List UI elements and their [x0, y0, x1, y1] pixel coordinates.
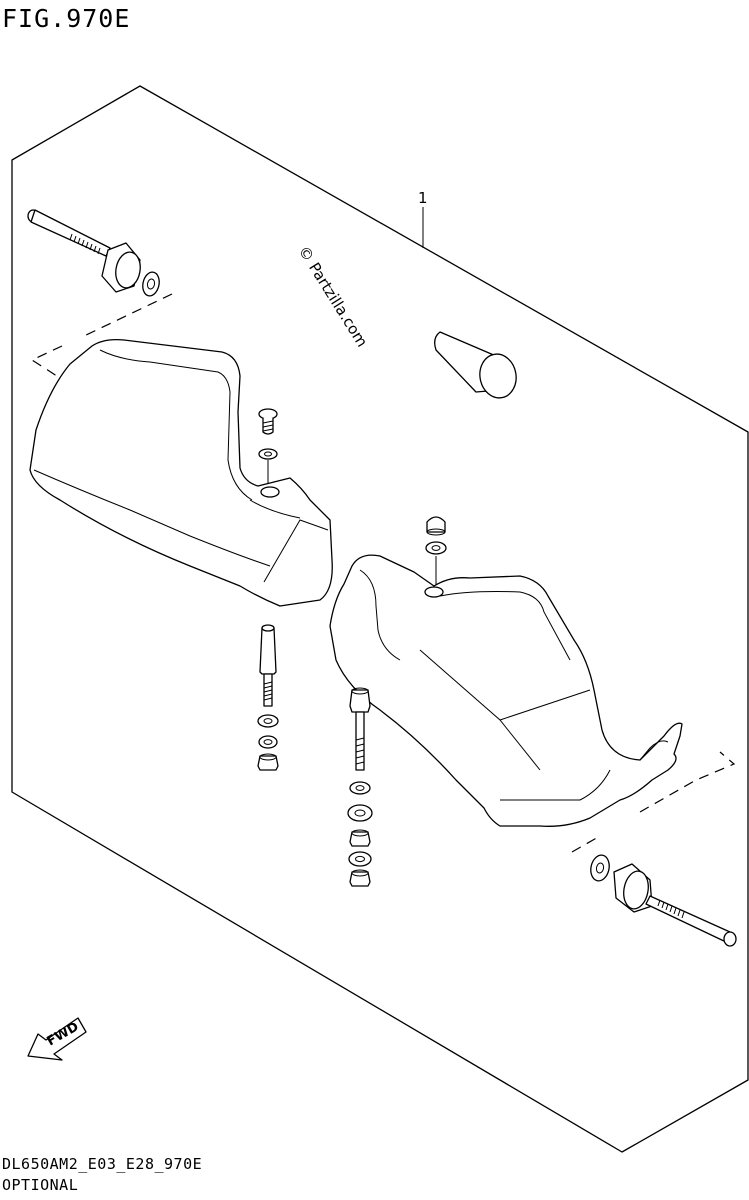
- grip-end-plug[interactable]: [434, 331, 520, 401]
- left-handguard[interactable]: [29, 338, 333, 607]
- right-mount-cap-nut[interactable]: [426, 516, 446, 536]
- figure-title: FIG.970E: [2, 4, 131, 33]
- callout-1[interactable]: 1: [418, 189, 428, 248]
- right-lower-spacer[interactable]: [347, 804, 373, 822]
- right-handguard-weight[interactable]: [613, 863, 653, 913]
- optional-note: OPTIONAL: [2, 1176, 79, 1194]
- right-lower-stud[interactable]: [349, 687, 371, 771]
- right-lower-washer-1[interactable]: [349, 781, 371, 795]
- right-handguard[interactable]: [329, 554, 683, 827]
- right-lower-nut-2[interactable]: [349, 869, 371, 887]
- left-lower-nut[interactable]: [257, 753, 279, 771]
- fwd-direction-badge: FWD: [27, 1017, 87, 1061]
- right-handguard-washer[interactable]: [588, 853, 611, 882]
- kit-boundary: [11, 85, 749, 1153]
- left-lower-washer-2[interactable]: [258, 735, 278, 749]
- left-mount-screw[interactable]: [258, 408, 278, 435]
- left-handguard-washer[interactable]: [141, 271, 162, 298]
- watermark: © Partzilla.com: [295, 243, 372, 351]
- left-lower-stud[interactable]: [259, 624, 277, 707]
- left-lower-washer-1[interactable]: [257, 714, 279, 728]
- left-mount-washer[interactable]: [258, 448, 278, 460]
- right-mount-washer[interactable]: [425, 541, 447, 555]
- right-handguard-group: [329, 516, 737, 947]
- callout-number: 1: [418, 189, 428, 207]
- right-lower-nut-1[interactable]: [349, 829, 371, 847]
- left-handguard-group: [27, 209, 333, 771]
- left-handguard-weight[interactable]: [101, 242, 143, 293]
- model-code: DL650AM2_E03_E28_970E: [2, 1155, 203, 1173]
- right-lower-washer-2[interactable]: [348, 851, 372, 867]
- left-handguard-bolt[interactable]: [27, 209, 111, 257]
- forward-arrow-icon: [27, 1017, 87, 1061]
- right-handguard-bolt[interactable]: [645, 895, 737, 947]
